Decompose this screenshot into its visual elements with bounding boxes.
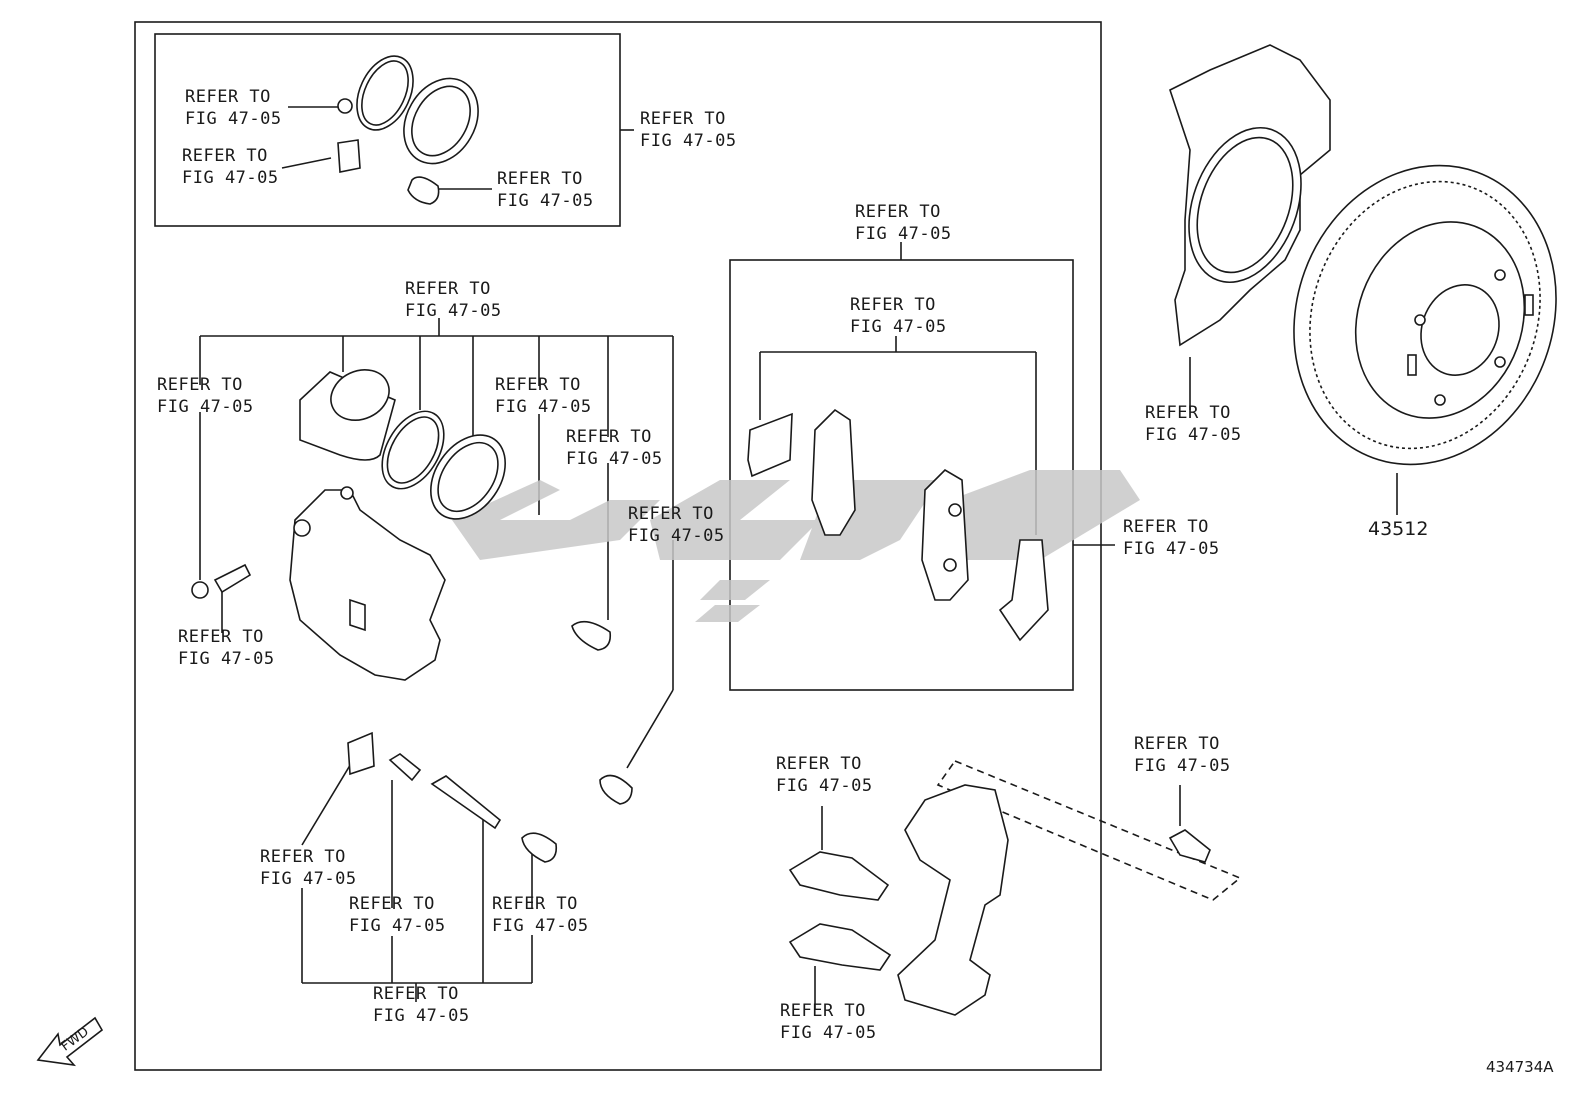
- figure-id: 434734A: [1486, 1058, 1554, 1076]
- pad-kit-parts: [747, 408, 1049, 642]
- seal-kit-parts: [337, 55, 479, 205]
- brake-rotor: [1293, 164, 1557, 466]
- caliper-assembly-frame: [134, 21, 1102, 1071]
- caliper-body: [289, 489, 446, 681]
- dust-shield: [1169, 44, 1331, 347]
- bracket-parts: [788, 784, 1211, 1016]
- brake-pad-outer: [921, 468, 969, 601]
- caliper-parts: [191, 369, 633, 863]
- caliper-bracket: [897, 784, 1009, 1016]
- rotor-part-number: 43512: [1368, 518, 1429, 540]
- brake-pad-inner: [811, 408, 856, 536]
- fwd-arrow-icon: [36, 1016, 104, 1067]
- watermark-logo: [452, 470, 1140, 622]
